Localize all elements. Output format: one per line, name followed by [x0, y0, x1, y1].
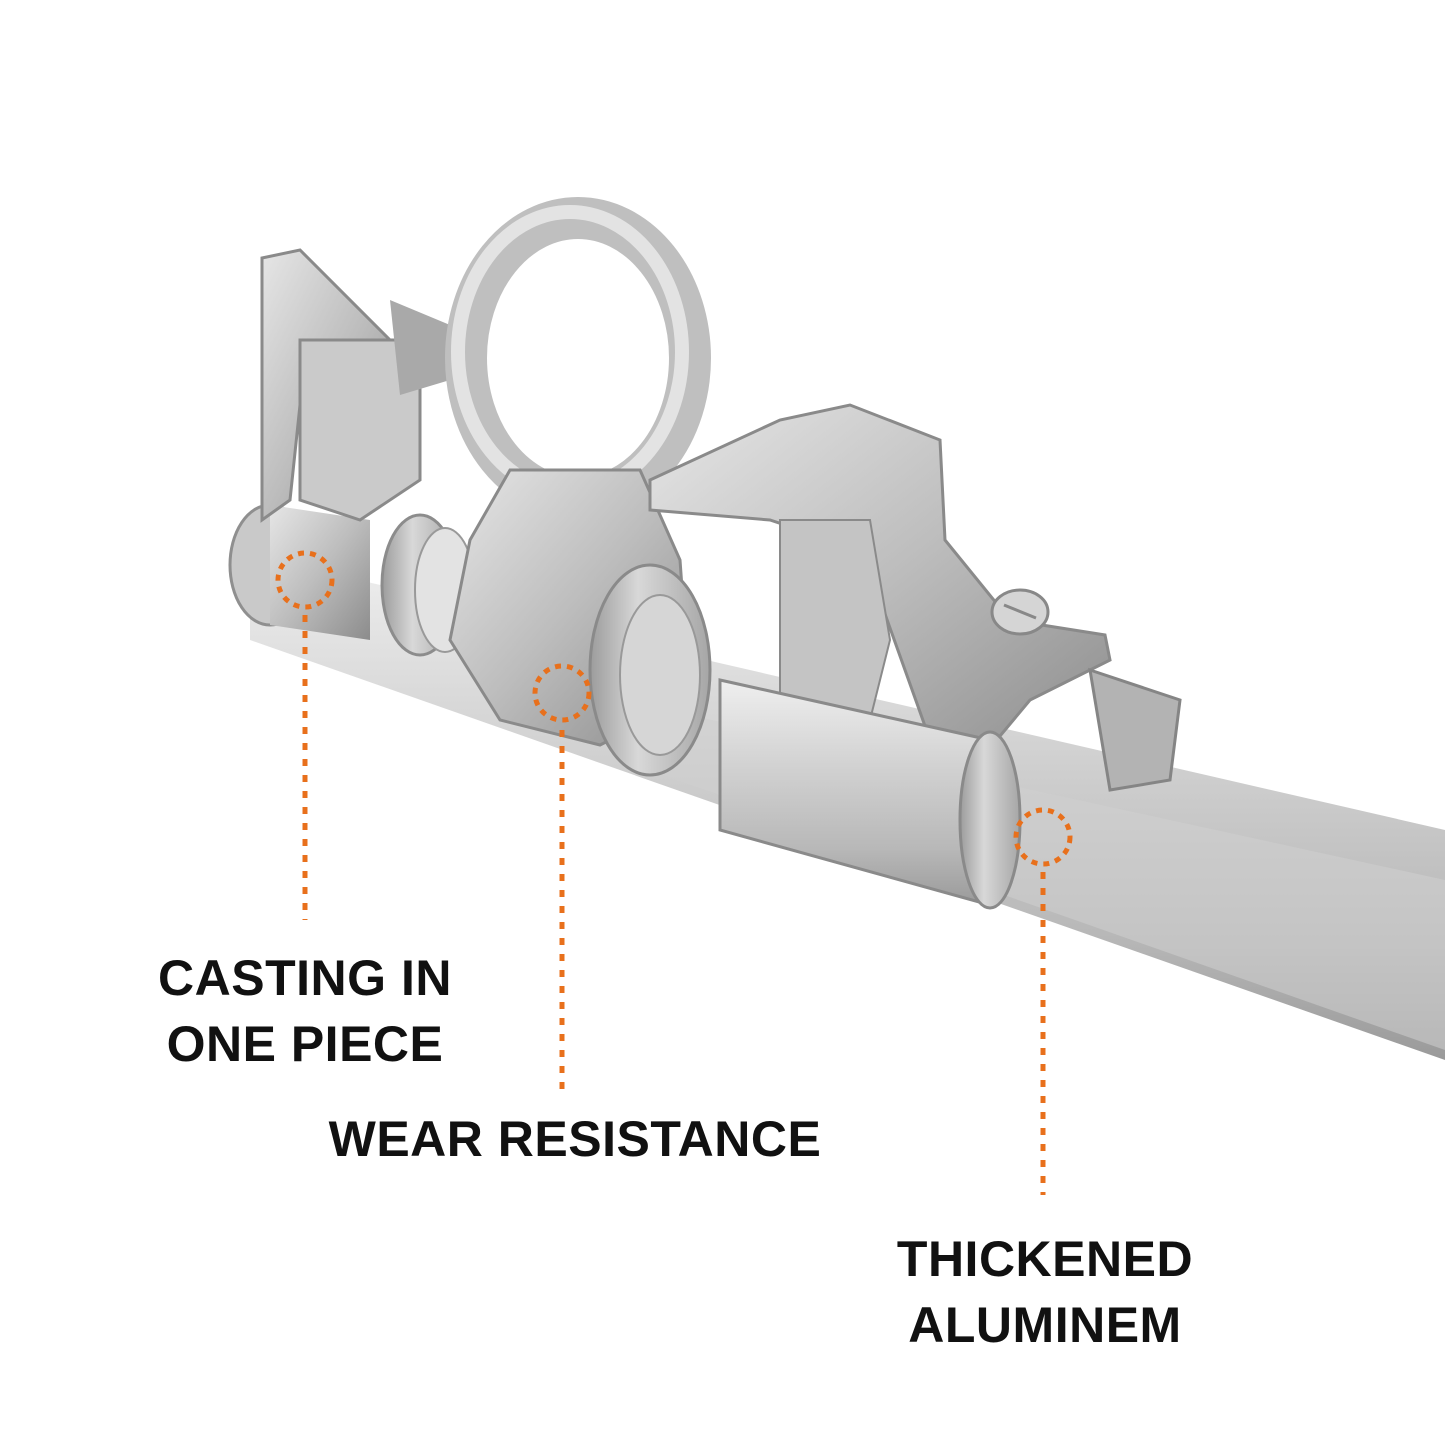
callout-text-line: WEAR RESISTANCE — [328, 1111, 822, 1167]
callout-text-line: ALUMINEM — [908, 1297, 1182, 1353]
callout-marker-thickened — [1013, 807, 1073, 1195]
d-ring — [445, 197, 711, 519]
left-clamp-bracket — [260, 248, 450, 523]
right-sleeve — [718, 678, 1022, 910]
callout-label-casting: CASTING IN ONE PIECE — [120, 945, 490, 1077]
callout-label-thickened: THICKENED ALUMINEM — [860, 1226, 1230, 1358]
callout-text-line: THICKENED — [896, 1231, 1194, 1287]
center-casting — [448, 468, 712, 777]
callout-text-line: CASTING IN — [158, 950, 452, 1006]
callout-marker-casting — [275, 550, 335, 920]
screw-icon — [990, 588, 1050, 636]
callout-label-wear: WEAR RESISTANCE — [290, 1106, 860, 1172]
callout-text-line: ONE PIECE — [166, 1016, 444, 1072]
callout-marker-wear — [532, 663, 592, 1090]
end-cap — [228, 503, 370, 640]
